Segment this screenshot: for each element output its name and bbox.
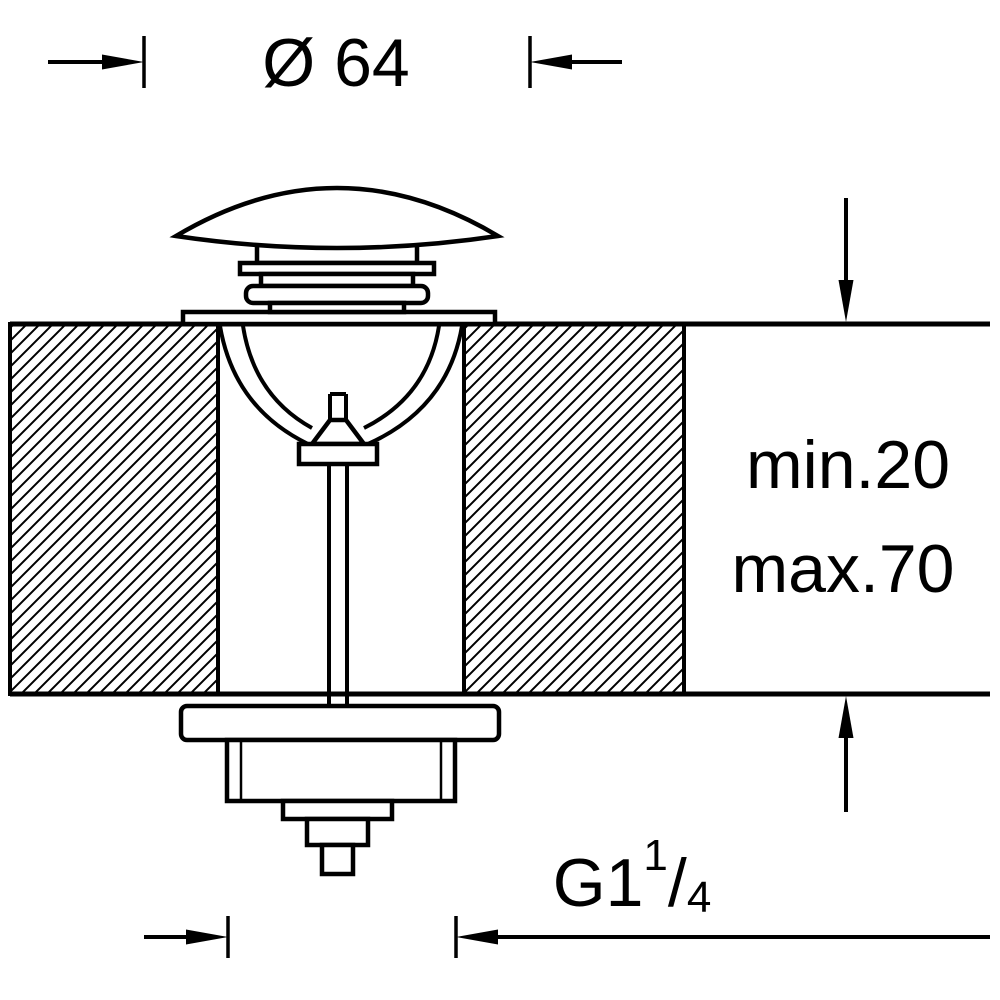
funnel-outer-wall-right bbox=[367, 325, 464, 446]
pop-up-cap-assembly bbox=[169, 185, 505, 315]
thread-arrow-left-icon bbox=[456, 929, 498, 945]
drain-funnel bbox=[180, 309, 498, 706]
threaded-body bbox=[224, 737, 458, 804]
thread-label-base: G1 bbox=[553, 845, 644, 921]
dimension-thread: G11/4 bbox=[144, 831, 990, 958]
cap-neck-lower bbox=[267, 300, 407, 315]
depth-max-label: max.70 bbox=[732, 531, 955, 607]
depth-min-label: min.20 bbox=[746, 427, 950, 503]
funnel-inner-wall-left bbox=[241, 325, 313, 430]
countertop-left-block bbox=[8, 322, 220, 696]
underside-assembly bbox=[178, 703, 502, 877]
countertop-section bbox=[8, 321, 990, 697]
thread-label-denominator: 4 bbox=[687, 873, 711, 922]
dim-arrow-up-icon bbox=[838, 696, 854, 738]
dim-arrow-left-icon bbox=[530, 54, 572, 70]
funnel-inner-wall-right bbox=[363, 325, 441, 430]
thread-label-slash: / bbox=[668, 845, 687, 921]
cap-ring-lower bbox=[243, 283, 431, 306]
dim-arrow-down-icon bbox=[838, 280, 854, 322]
valve-tip bbox=[319, 842, 356, 877]
valve-stem-flare bbox=[307, 417, 369, 447]
thread-arrow-right-icon bbox=[186, 929, 228, 945]
thread-label: G11/4 bbox=[553, 831, 712, 922]
cap-dome bbox=[169, 185, 505, 251]
backnut-washer bbox=[178, 703, 502, 743]
countertop-right-block bbox=[462, 322, 686, 696]
dim-arrow-right-icon bbox=[102, 54, 144, 70]
valve-step-large bbox=[280, 798, 395, 822]
dimension-depth: min.20 max.70 bbox=[732, 198, 955, 812]
valve-step-small bbox=[304, 816, 371, 848]
diameter-label: Ø 64 bbox=[262, 25, 409, 101]
dimension-diameter: Ø 64 bbox=[48, 25, 622, 101]
funnel-throat-collar bbox=[296, 441, 380, 467]
funnel-outer-wall-left bbox=[218, 325, 309, 446]
thread-label-numerator: 1 bbox=[643, 831, 667, 880]
